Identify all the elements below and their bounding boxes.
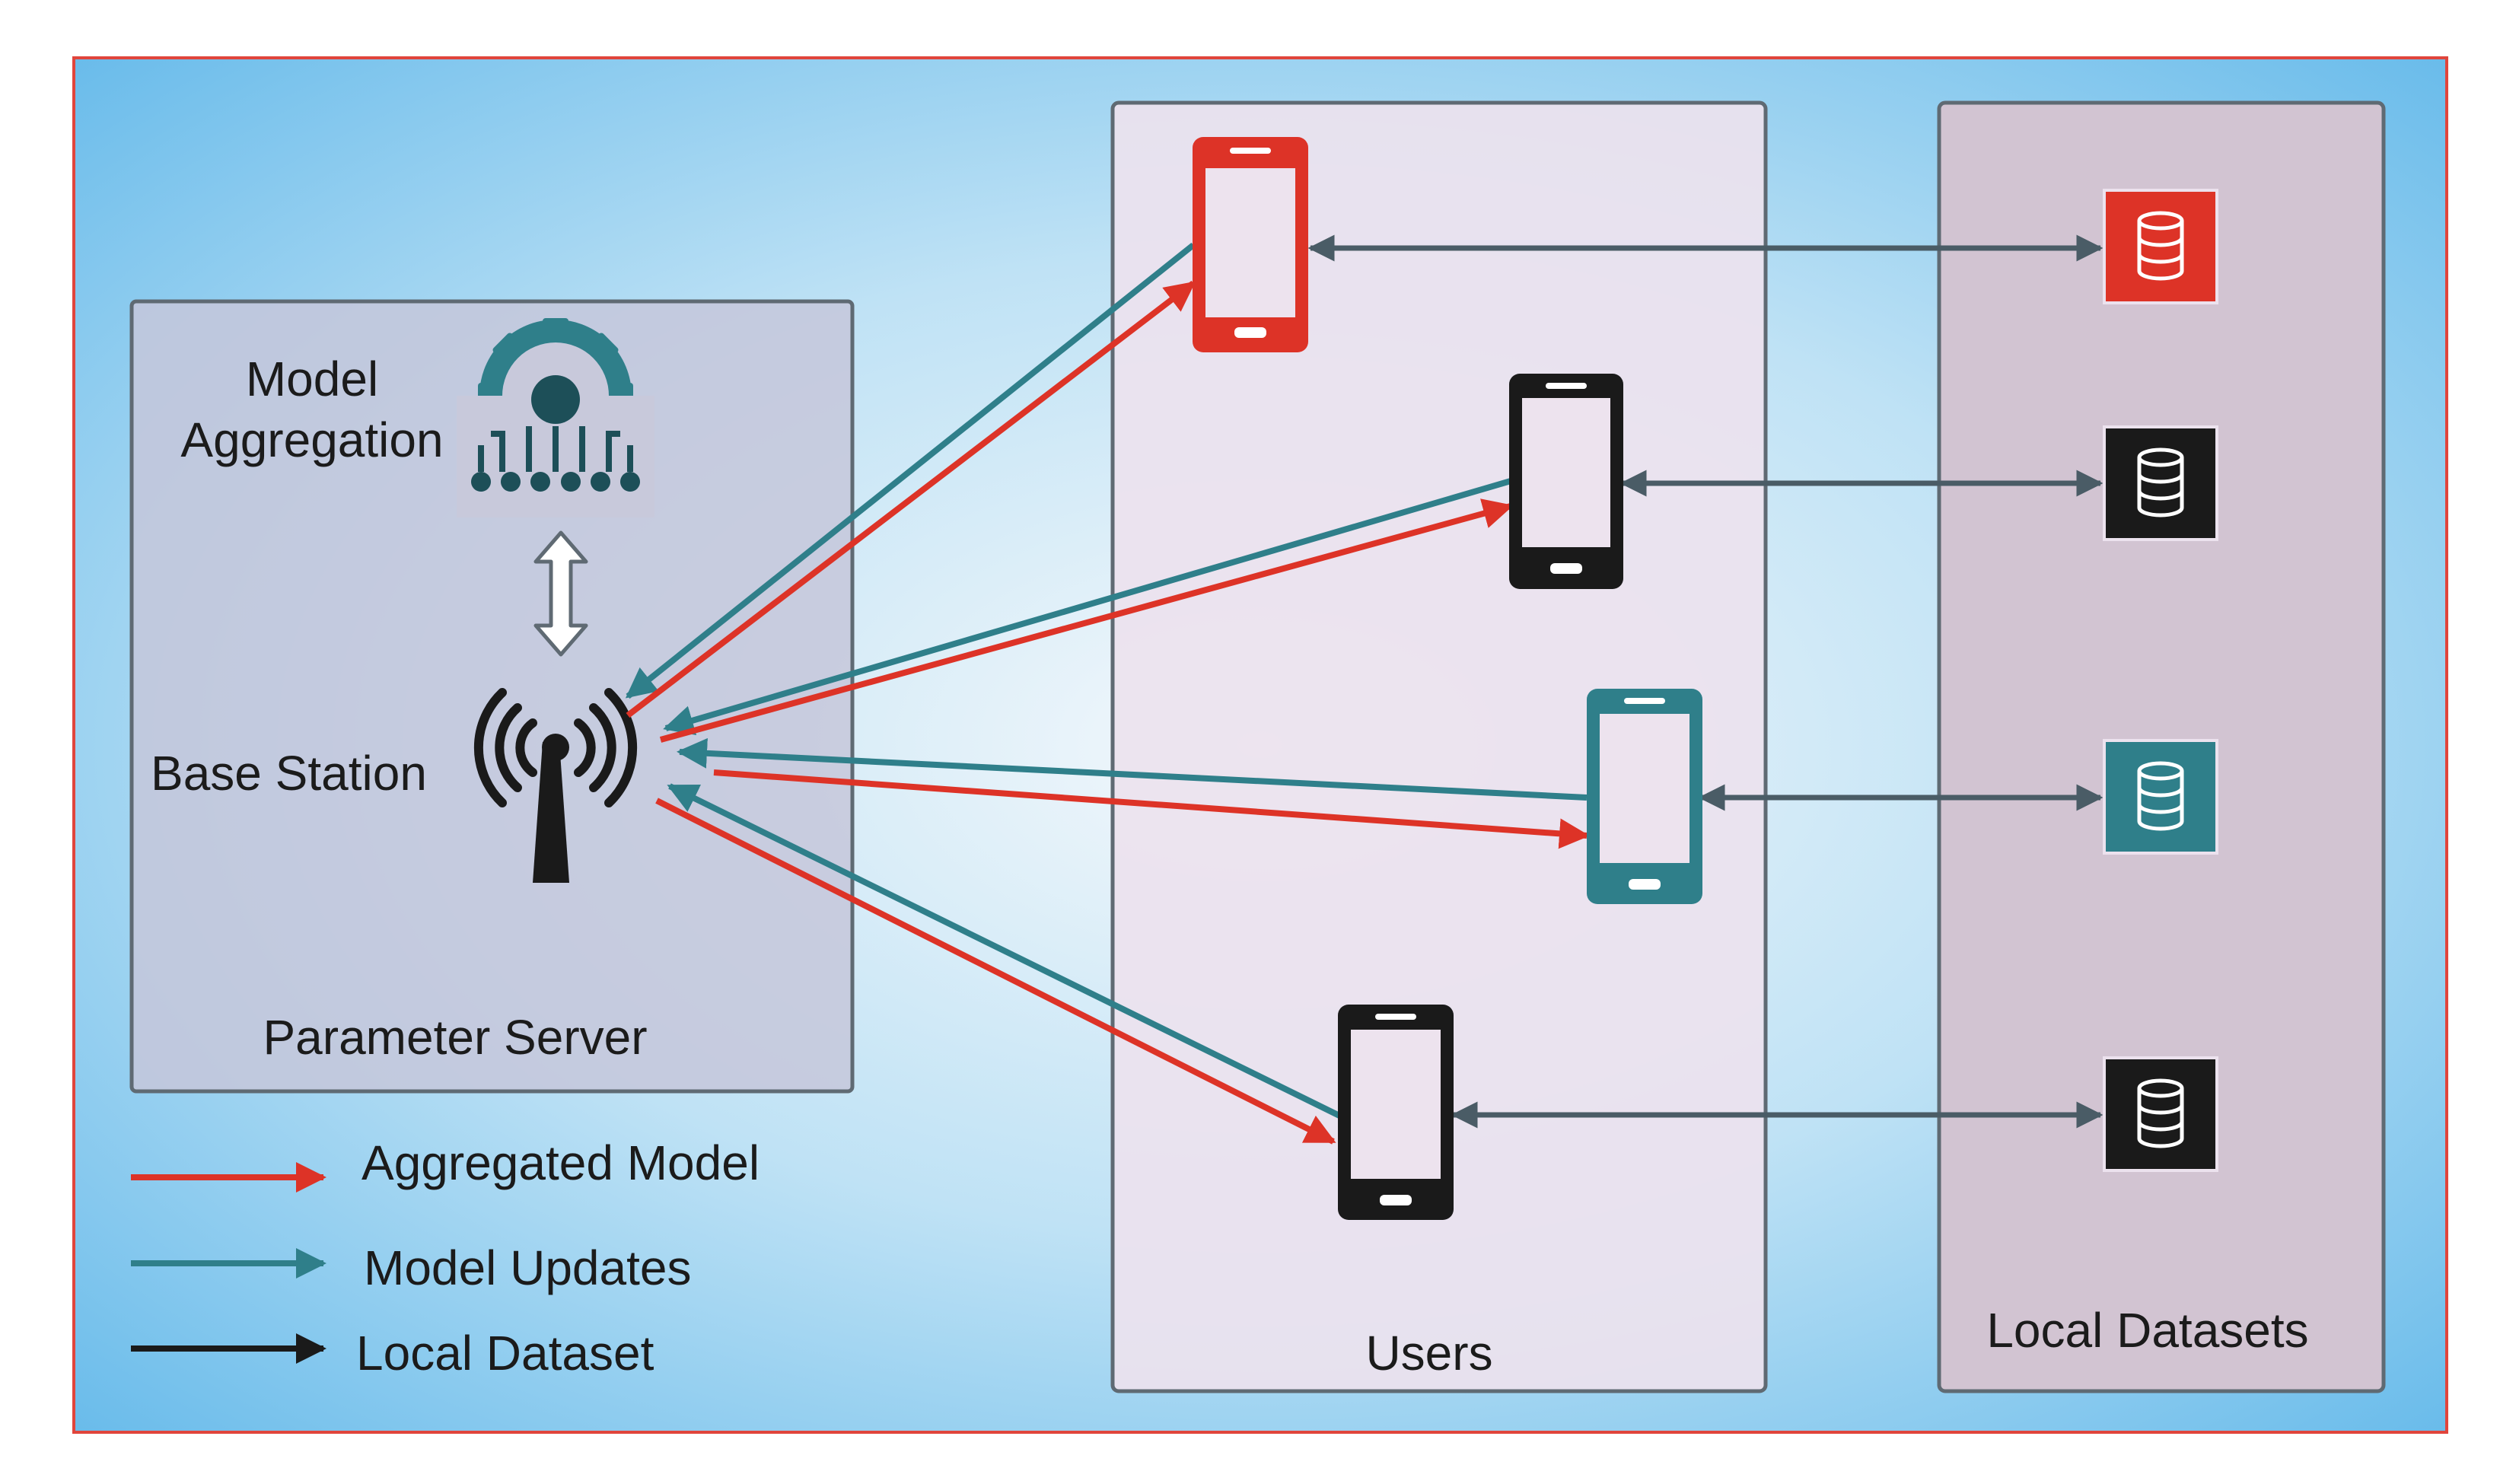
- local-datasets-title: Local Datasets: [1986, 1303, 2308, 1358]
- update-arrow-user-1: [625, 242, 1196, 699]
- legend: Aggregated Model Model Updates Local Dat…: [131, 1135, 760, 1381]
- aggregated-model-arrows: [626, 280, 1590, 1145]
- aggregated-arrow-user-4: [655, 798, 1336, 1145]
- parameter-server-panel: [129, 299, 855, 1094]
- database-icon: [2103, 1056, 2218, 1172]
- legend-local-dataset-label: Local Dataset: [356, 1326, 654, 1381]
- update-arrow-user-4: [667, 783, 1341, 1119]
- database-icon: [2103, 425, 2218, 541]
- legend-model-updates-label: Model Updates: [364, 1240, 691, 1295]
- update-arrow-user-3: [677, 737, 1588, 801]
- parameter-server-title: Parameter Server: [263, 1010, 647, 1065]
- gear-network-icon: [457, 318, 654, 517]
- database-icon: [2103, 739, 2218, 855]
- aggregated-arrow-user-1: [626, 280, 1196, 718]
- database-icon: [2103, 189, 2218, 304]
- smartphone-icon: [1509, 374, 1623, 589]
- model-aggregation-label-line2: Aggregation: [180, 412, 443, 467]
- model-updates-arrows: [625, 242, 1588, 1119]
- bidirectional-arrow-icon: [533, 530, 588, 657]
- smartphone-icon: [1587, 689, 1702, 904]
- aggregated-arrow-user-3: [713, 769, 1590, 849]
- aggregated-arrow-user-2: [659, 498, 1514, 743]
- legend-aggregated-model-label: Aggregated Model: [361, 1135, 760, 1190]
- smartphone-icon: [1193, 137, 1308, 352]
- base-station-label: Base Station: [151, 746, 427, 801]
- antenna-icon: [473, 688, 638, 883]
- update-arrow-user-2: [663, 478, 1512, 736]
- users-title: Users: [1365, 1326, 1492, 1381]
- model-aggregation-label-line1: Model: [246, 352, 378, 406]
- smartphone-icon: [1338, 1005, 1454, 1220]
- dataset-connectors: [1307, 234, 2104, 1129]
